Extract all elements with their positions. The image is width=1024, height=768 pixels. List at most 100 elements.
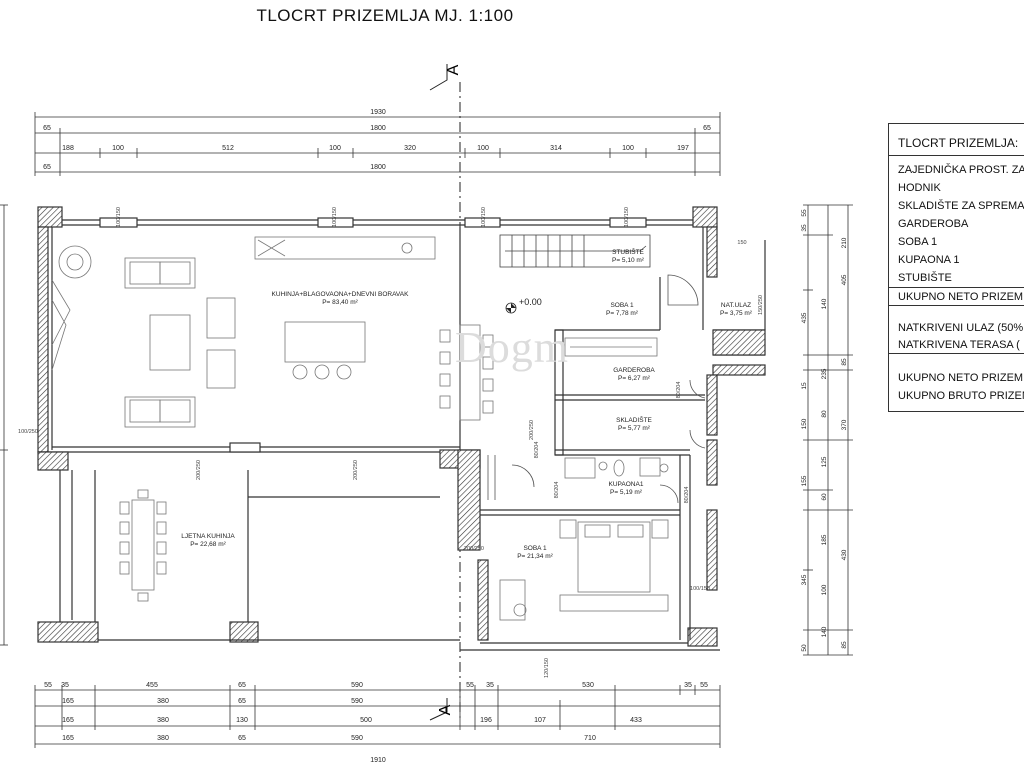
dim-bottom: 165 <box>62 735 74 742</box>
dim-right: 100 <box>821 584 828 595</box>
dim-bottom: 500 <box>360 717 372 724</box>
legend-row: UKUPNO BRUTO PRIZEM <box>898 390 1024 402</box>
dim-bottom: 433 <box>630 717 642 724</box>
dim-top: 188 <box>62 145 74 152</box>
dim-right: 435 <box>801 312 808 323</box>
dim-right: 210 <box>841 237 848 248</box>
walls <box>37 206 766 651</box>
door-swings <box>487 274 706 504</box>
room-name: LJETNA KUHINJA <box>181 533 235 540</box>
opening-tag: 200/250 <box>353 460 359 480</box>
dim-bottom: 455 <box>146 682 158 689</box>
opening-tag: 100/150 <box>116 207 122 227</box>
legend-row: GARDEROBA <box>898 218 969 230</box>
room-name: KUPAONA1 <box>609 481 644 488</box>
legend-row: NATKRIVENI ULAZ (50% <box>898 322 1024 334</box>
area-legend-table: TLOCRT PRIZEMLJA: ZAJEDNIČKA PROST. ZA H… <box>888 123 1024 412</box>
dim-bottom: 55 <box>466 682 474 689</box>
dim-bottom: 590 <box>351 735 363 742</box>
dim-right: 405 <box>841 274 848 285</box>
room-area: P= 5,19 m² <box>610 489 643 496</box>
dim-bottom: 107 <box>534 717 546 724</box>
living-furniture <box>51 236 494 428</box>
legend-row: HODNIK <box>898 182 941 194</box>
bathtub <box>564 457 596 479</box>
legend-divider <box>889 353 1024 354</box>
wardrobe-rail <box>564 337 658 357</box>
opening-tag: 120/150 <box>544 658 550 678</box>
legend-divider <box>889 287 1024 288</box>
dim-top-total: 1930 <box>370 109 386 116</box>
opening-tag: 80/204 <box>676 382 682 399</box>
room-name: SKLADIŠTE <box>616 415 652 424</box>
opening-tag: 150/250 <box>758 295 764 315</box>
drawing-title: TLOCRT PRIZEMLJA MJ. 1:100 <box>256 6 514 25</box>
dim-bottom-total: 1910 <box>370 757 386 764</box>
dim-bottom: 380 <box>157 717 169 724</box>
dim-top: 100 <box>112 145 124 152</box>
dim-right: 50 <box>801 644 808 652</box>
level-label: +0.00 <box>519 297 542 307</box>
dim-right: 15 <box>801 382 808 390</box>
dim-bottom: 65 <box>238 735 246 742</box>
sofa <box>124 396 196 428</box>
kitchen-island <box>284 321 366 363</box>
dimension-lines-bottom <box>34 685 721 748</box>
dim-bottom: 55 <box>44 682 52 689</box>
dim-right: 150 <box>801 418 808 429</box>
dim-bottom: 590 <box>351 698 363 705</box>
bedroom-furniture <box>499 337 669 621</box>
dim-right: 85 <box>841 358 848 366</box>
opening-tag: 100/150 <box>481 207 487 227</box>
dim-bottom: 35 <box>486 682 494 689</box>
room-name: KUHINJA+BLAGOVAONA+DNEVNI BORAVAK <box>272 291 410 298</box>
kitchen-counter <box>254 236 436 260</box>
legend-row: STUBIŠTE <box>898 272 952 284</box>
section-line <box>429 64 461 722</box>
dim-bottom: 196 <box>480 717 492 724</box>
room-area: P= 5,10 m² <box>612 257 645 264</box>
section-marker-top: A <box>445 64 462 75</box>
legend-row: ZAJEDNIČKA PROST. ZA <box>898 164 1024 176</box>
dim-right: 140 <box>821 626 828 637</box>
dim-right: 35 <box>801 224 808 232</box>
dim-top: 65 <box>703 125 711 132</box>
opening-tag: 80/204 <box>554 482 560 499</box>
room-name: SOBA 1 <box>610 302 634 309</box>
opening-tag: 200/250 <box>464 546 484 552</box>
dim-bottom: 55 <box>700 682 708 689</box>
dining-table <box>131 499 155 591</box>
dim-top: 512 <box>222 145 234 152</box>
room-name: SOBA 1 <box>523 545 547 552</box>
room-area: P= 5,77 m² <box>618 425 651 432</box>
armchair <box>206 349 236 389</box>
opening-tag: 100/250 <box>18 429 38 435</box>
dim-bottom: 130 <box>236 717 248 724</box>
desk <box>499 579 526 621</box>
bed <box>577 521 651 593</box>
sofa <box>124 257 196 289</box>
opening-tag: 80/204 <box>684 487 690 504</box>
dim-top: 100 <box>477 145 489 152</box>
legend-heading: TLOCRT PRIZEMLJA: <box>898 136 1019 150</box>
dim-top: 65 <box>43 125 51 132</box>
dim-bottom: 380 <box>157 698 169 705</box>
dim-top: 100 <box>329 145 341 152</box>
room-name: GARDEROBA <box>613 367 655 374</box>
opening-tag: 200/250 <box>196 460 202 480</box>
dimension-lines-top <box>34 112 721 176</box>
armchair <box>206 297 236 339</box>
dim-right: 85 <box>841 641 848 649</box>
opening-tag: 200/250 <box>529 420 535 440</box>
dim-right: 185 <box>821 534 828 545</box>
dining-table <box>459 324 481 421</box>
watermark-logo: Dogm <box>455 323 569 372</box>
dim-right: 235 <box>821 368 828 379</box>
legend-row: SOBA 1 <box>898 236 938 248</box>
dim-bottom: 65 <box>238 698 246 705</box>
coffee-table <box>149 314 191 371</box>
legend-row: UKUPNO NETO PRIZEMLJ <box>898 291 1024 303</box>
legend-row: SKLADIŠTE ZA SPREMA <box>898 200 1024 212</box>
legend-row: UKUPNO NETO PRIZEMLJ <box>898 372 1024 384</box>
